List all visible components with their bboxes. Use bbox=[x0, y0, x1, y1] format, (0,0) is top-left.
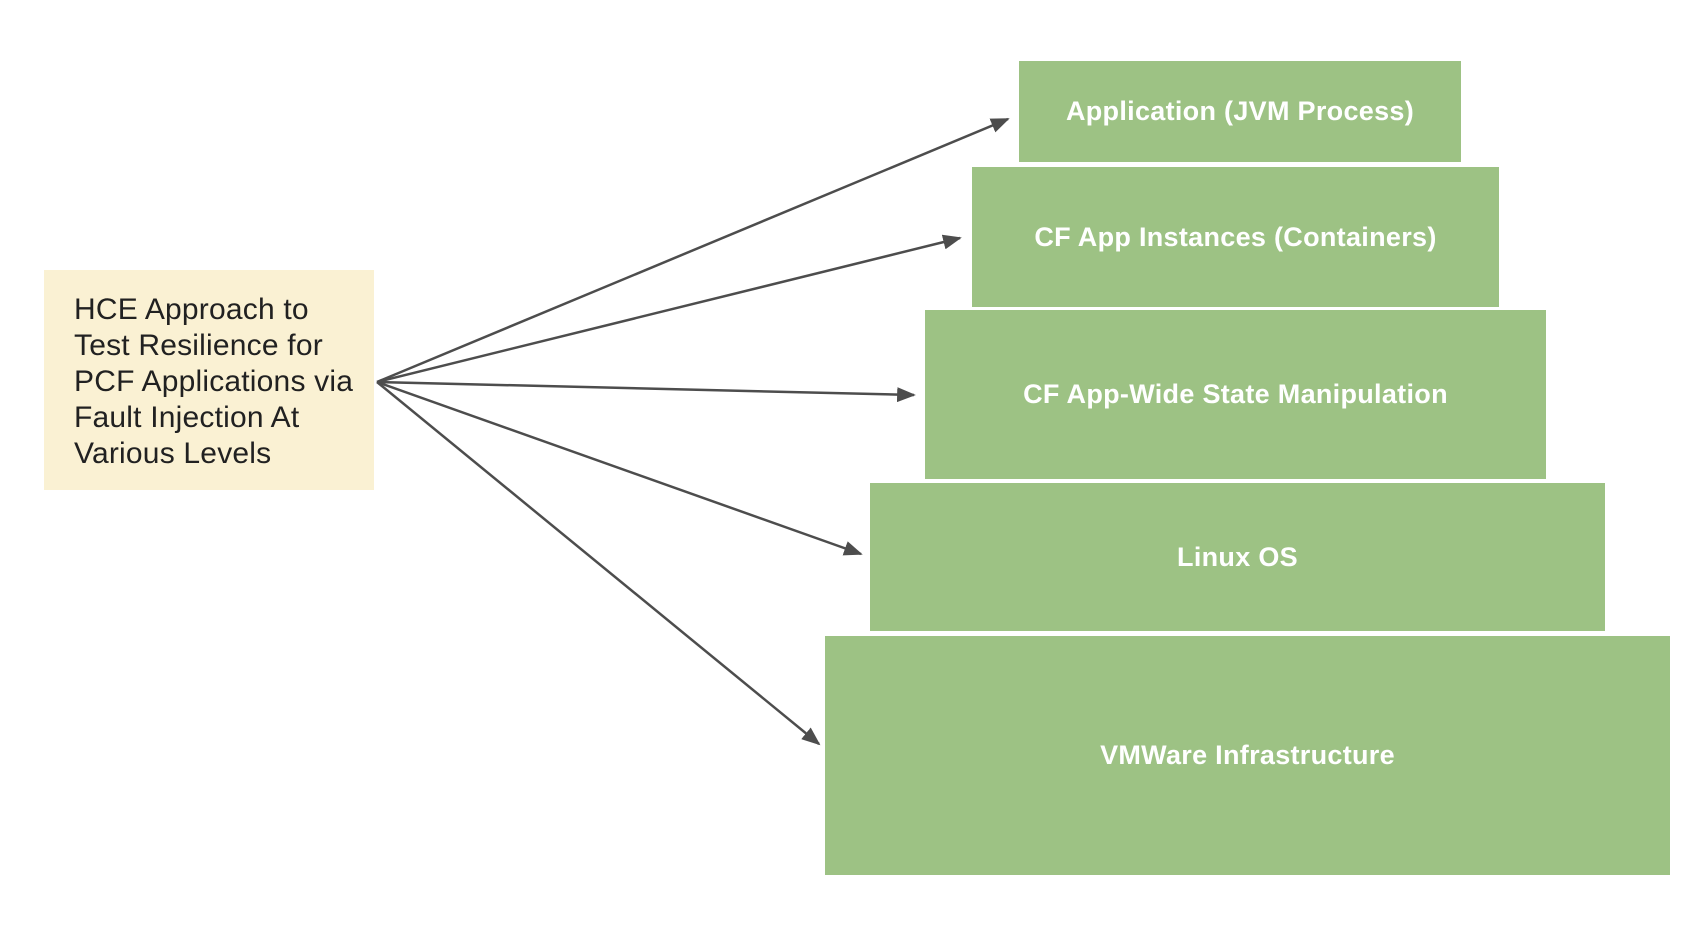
level-box-vmware-infrastructure: VMWare Infrastructure bbox=[825, 636, 1670, 875]
arrow-to-application bbox=[376, 117, 1010, 384]
arrow-to-cf-app-instances bbox=[376, 234, 962, 384]
source-text-line: PCF Applications via bbox=[74, 365, 354, 398]
level-box-cf-app-wide-state: CF App-Wide State Manipulation bbox=[925, 310, 1546, 479]
level-label-application: Application (JVM Process) bbox=[1065, 96, 1415, 126]
level-label-linux-os: Linux OS bbox=[1177, 541, 1298, 572]
arrow-to-cf-app-wide-state bbox=[376, 380, 916, 403]
level-label-cf-app-wide-state: CF App-Wide State Manipulation bbox=[1023, 379, 1448, 409]
arrow-to-vmware-infrastructure bbox=[376, 381, 821, 746]
source-text-line: Various Levels bbox=[74, 437, 272, 470]
source-text-line: HCE Approach to bbox=[74, 293, 309, 326]
source-text-line: Fault Injection At bbox=[74, 401, 300, 434]
source-text-line: Test Resilience for bbox=[74, 329, 323, 362]
hce-approach-source-box: HCE Approach to Test Resilience for PCF … bbox=[44, 270, 374, 490]
level-label-vmware-infrastructure: VMWare Infrastructure bbox=[1100, 740, 1395, 770]
level-box-application: Application (JVM Process) bbox=[1019, 61, 1461, 162]
level-label-cf-app-instances: CF App Instances (Containers) bbox=[1034, 221, 1437, 252]
arrow-to-linux-os bbox=[376, 380, 863, 556]
level-box-cf-app-instances: CF App Instances (Containers) bbox=[972, 167, 1499, 307]
level-box-linux-os: Linux OS bbox=[870, 483, 1605, 631]
